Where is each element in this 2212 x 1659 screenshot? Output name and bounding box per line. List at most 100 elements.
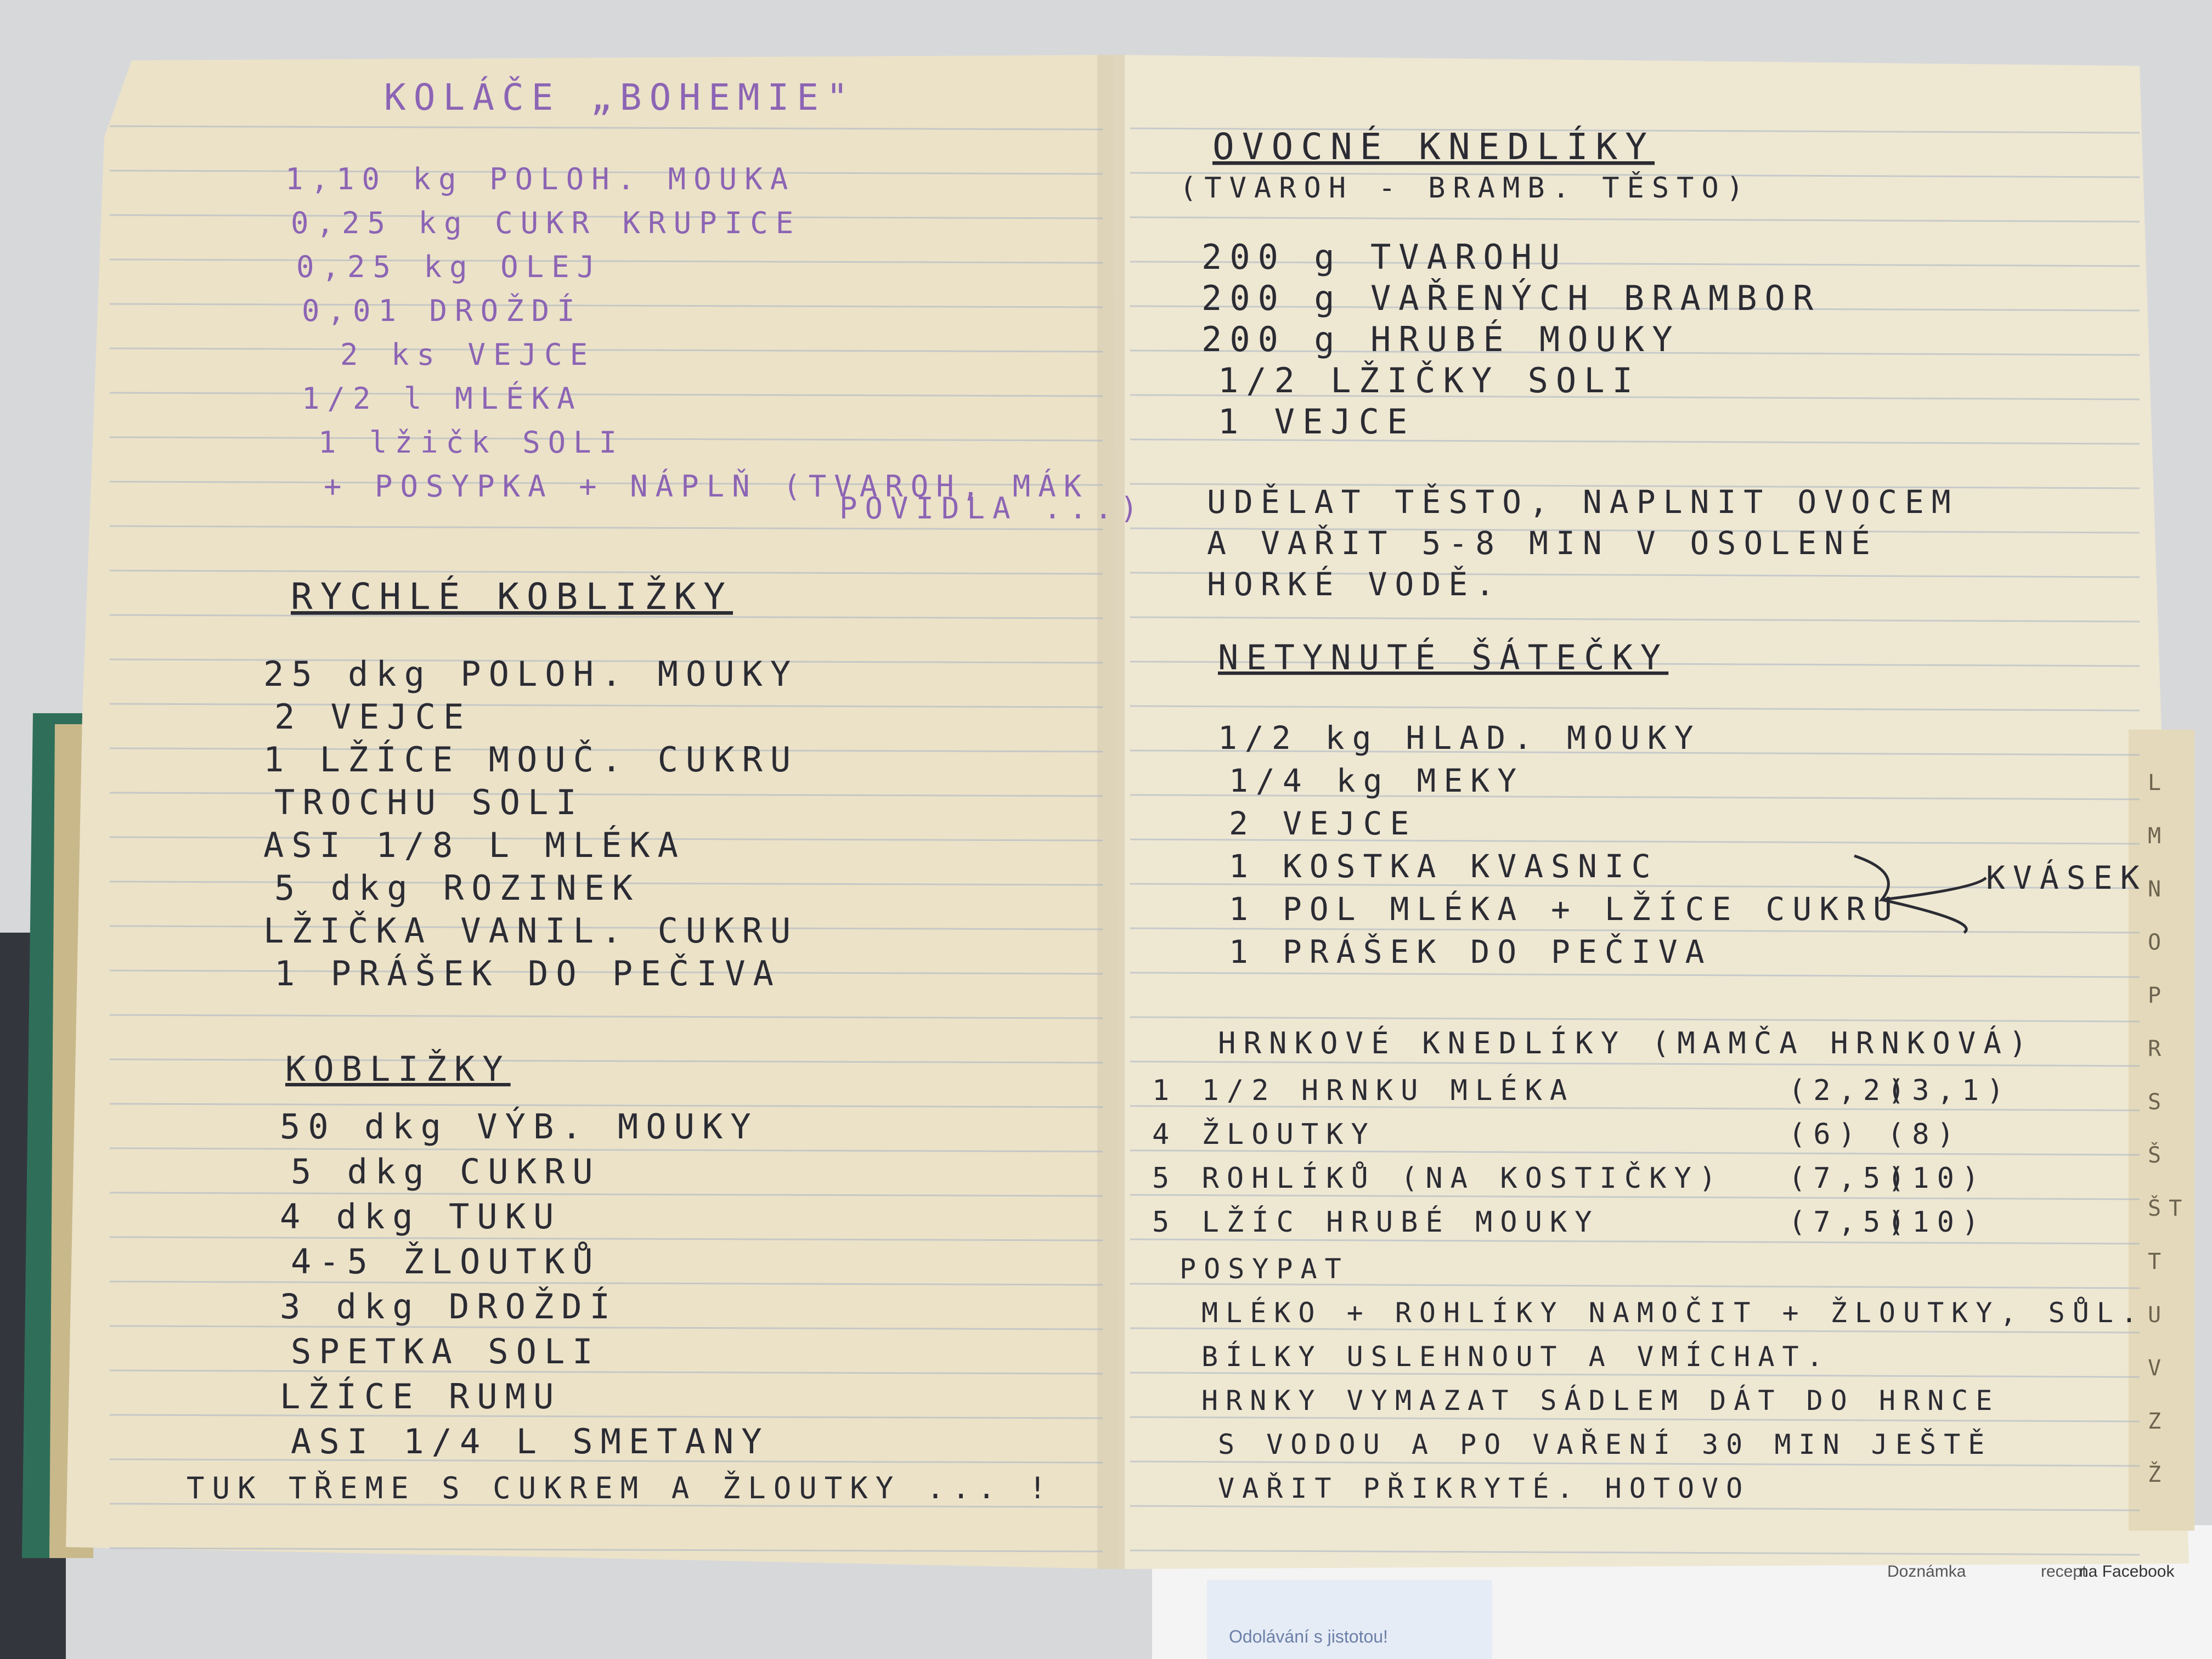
index-tab-2: N xyxy=(2148,877,2169,902)
rule-line xyxy=(1130,883,2140,889)
index-tab-7: Š xyxy=(2148,1142,2169,1168)
ovocne-line: 1 VEJCE xyxy=(1218,402,1415,442)
rule-line xyxy=(1130,616,2140,623)
rychle-line: 2 VEJCE xyxy=(274,697,471,737)
index-edge xyxy=(2129,730,2194,1531)
hrnkove-row-qty-b: (3,1) xyxy=(1887,1074,2012,1107)
left-page xyxy=(66,55,1119,1569)
spine-shadow xyxy=(1097,55,1125,1569)
rychle-koblizky-title: RYCHLÉ KOBLIŽKY xyxy=(291,575,733,618)
rule-line xyxy=(1130,927,2140,934)
rule-line xyxy=(1130,1194,2140,1200)
koblizky-title: KOBLIŽKY xyxy=(285,1049,511,1089)
rule-line xyxy=(109,1014,1103,1019)
rule-line xyxy=(109,170,1103,175)
index-tab-6: S xyxy=(2148,1090,2169,1115)
rule-line xyxy=(109,747,1103,753)
rule-line xyxy=(109,614,1103,619)
right-page xyxy=(1114,55,2189,1569)
rychle-line: TROCHU SOLI xyxy=(274,782,584,822)
bg-label-odolavani: Odolávání s jistotou! xyxy=(1229,1627,1388,1646)
rule-line xyxy=(109,436,1103,442)
rule-line xyxy=(1130,438,2140,445)
rule-line xyxy=(109,525,1103,531)
index-tab-0: L xyxy=(2148,770,2169,795)
ovocne-method-line: UDĚLAT TĚSTO, NAPLNIT OVOCEM xyxy=(1207,483,1959,521)
natrhane-title: NETYNUTÉ ŠÁTEČKY xyxy=(1218,637,1668,678)
index-tab-9: T xyxy=(2148,1249,2169,1274)
rule-line xyxy=(1130,261,2140,267)
kvasek-label: KVÁSEK xyxy=(1986,859,2147,896)
kolace-line: 0,01 DROŽDÍ xyxy=(302,294,583,328)
hrnkove-method-line: POSYPAT xyxy=(1180,1253,1349,1285)
rule-line xyxy=(109,1458,1103,1464)
rule-line xyxy=(1130,1283,2140,1289)
rule-line xyxy=(109,1192,1103,1197)
hrnkove-row-qty-b: (10) xyxy=(1887,1206,1987,1239)
hrnkove-row-text: 5 LŽÍC HRUBÉ MOUKY xyxy=(1152,1205,1600,1239)
rule-line xyxy=(109,1058,1103,1064)
ovocne-knedliky-subtitle: (TVAROH - BRAMB. TĚSTO) xyxy=(1180,171,1751,205)
ruled-lines xyxy=(109,125,2140,1556)
rule-line xyxy=(1130,172,2140,178)
rule-line xyxy=(109,1369,1103,1375)
rule-line xyxy=(109,258,1103,264)
rule-line xyxy=(1130,1549,2140,1556)
index-tab-3: O xyxy=(2148,930,2169,955)
rule-line xyxy=(109,1414,1103,1419)
koblizky-line: 5 dkg CUKRU xyxy=(291,1152,601,1192)
rule-line xyxy=(1130,1505,2140,1511)
rule-line xyxy=(109,1503,1103,1508)
rule-line xyxy=(109,969,1103,975)
index-tab-10: U xyxy=(2148,1302,2169,1328)
rychle-line: LŽIČKA VANIL. CUKRU xyxy=(263,911,798,951)
hrnkove-row-qty-a: (7,5) xyxy=(1788,1206,1913,1239)
hrnkove-row-qty-b: (10) xyxy=(1887,1162,1987,1195)
index-tab-12: Z xyxy=(2148,1409,2169,1434)
rule-line xyxy=(109,569,1103,575)
koblizky-line: ASI 1/4 L SMETANY xyxy=(291,1421,770,1462)
koblizky-line: 3 dkg DROŽDÍ xyxy=(280,1286,618,1327)
rule-line xyxy=(1130,349,2140,356)
ovocne-line: 200 g TVAROHU xyxy=(1201,237,1567,277)
rule-line xyxy=(109,125,1103,131)
rule-line xyxy=(109,792,1103,797)
kolace-line: 1 lžičk SOLI xyxy=(318,425,624,460)
ovocne-method-line: A VAŘIT 5-8 MIN V OSOLENÉ xyxy=(1207,524,1878,562)
rule-line xyxy=(1130,1327,2140,1334)
index-tab-5: R xyxy=(2148,1036,2169,1062)
rule-line xyxy=(109,1147,1103,1153)
rule-line xyxy=(1130,972,2140,978)
rule-line xyxy=(109,214,1103,219)
bg-label-doznamka: Doznámka xyxy=(1887,1562,1966,1581)
koblizky-line: 4-5 ŽLOUTKŮ xyxy=(291,1242,601,1282)
bg-label-facebook: na Facebook xyxy=(2079,1562,2175,1581)
koblizky-line: TUK TŘEME S CUKREM A ŽLOUTKY ... ! xyxy=(187,1471,1054,1505)
rule-line xyxy=(1130,749,2140,756)
rule-line xyxy=(109,836,1103,842)
rule-line xyxy=(109,1280,1103,1286)
kvasek-brace xyxy=(1854,854,1987,934)
hrnkove-row-qty-a: (6) xyxy=(1788,1118,1863,1151)
hrnkove-method-line: VAŘIT PŘIKRYTÉ. HOTOVO xyxy=(1218,1472,1750,1504)
ovocne-line: 200 g VAŘENÝCH BRAMBOR xyxy=(1201,278,1821,318)
right-page-text: OVOCNÉ KNEDLÍKY (TVAROH - BRAMB. TĚSTO) … xyxy=(1152,125,2147,1504)
ovocne-line: 1/2 LŽIČKY SOLI xyxy=(1218,360,1640,400)
rule-line xyxy=(1130,527,2140,534)
rychle-line: ASI 1/8 L MLÉKA xyxy=(263,825,686,865)
rychle-line: 25 dkg POLOH. MOUKY xyxy=(263,654,798,694)
hrnkove-row-text: 1 1/2 HRNKU MLÉKA xyxy=(1152,1074,1575,1107)
rule-line xyxy=(1130,1105,2140,1111)
natrhane-line: 2 VEJCE xyxy=(1229,805,1417,842)
ovocne-method-line: HORKÉ VODĚ. xyxy=(1207,565,1502,603)
bg-label-recept: recept xyxy=(2041,1562,2087,1581)
rule-line xyxy=(1130,1460,2140,1467)
rule-line xyxy=(109,1103,1103,1108)
rychle-line: 1 LŽÍCE MOUČ. CUKRU xyxy=(263,740,798,780)
rychle-line: 1 PRÁŠEK DO PEČIVA xyxy=(274,953,781,994)
